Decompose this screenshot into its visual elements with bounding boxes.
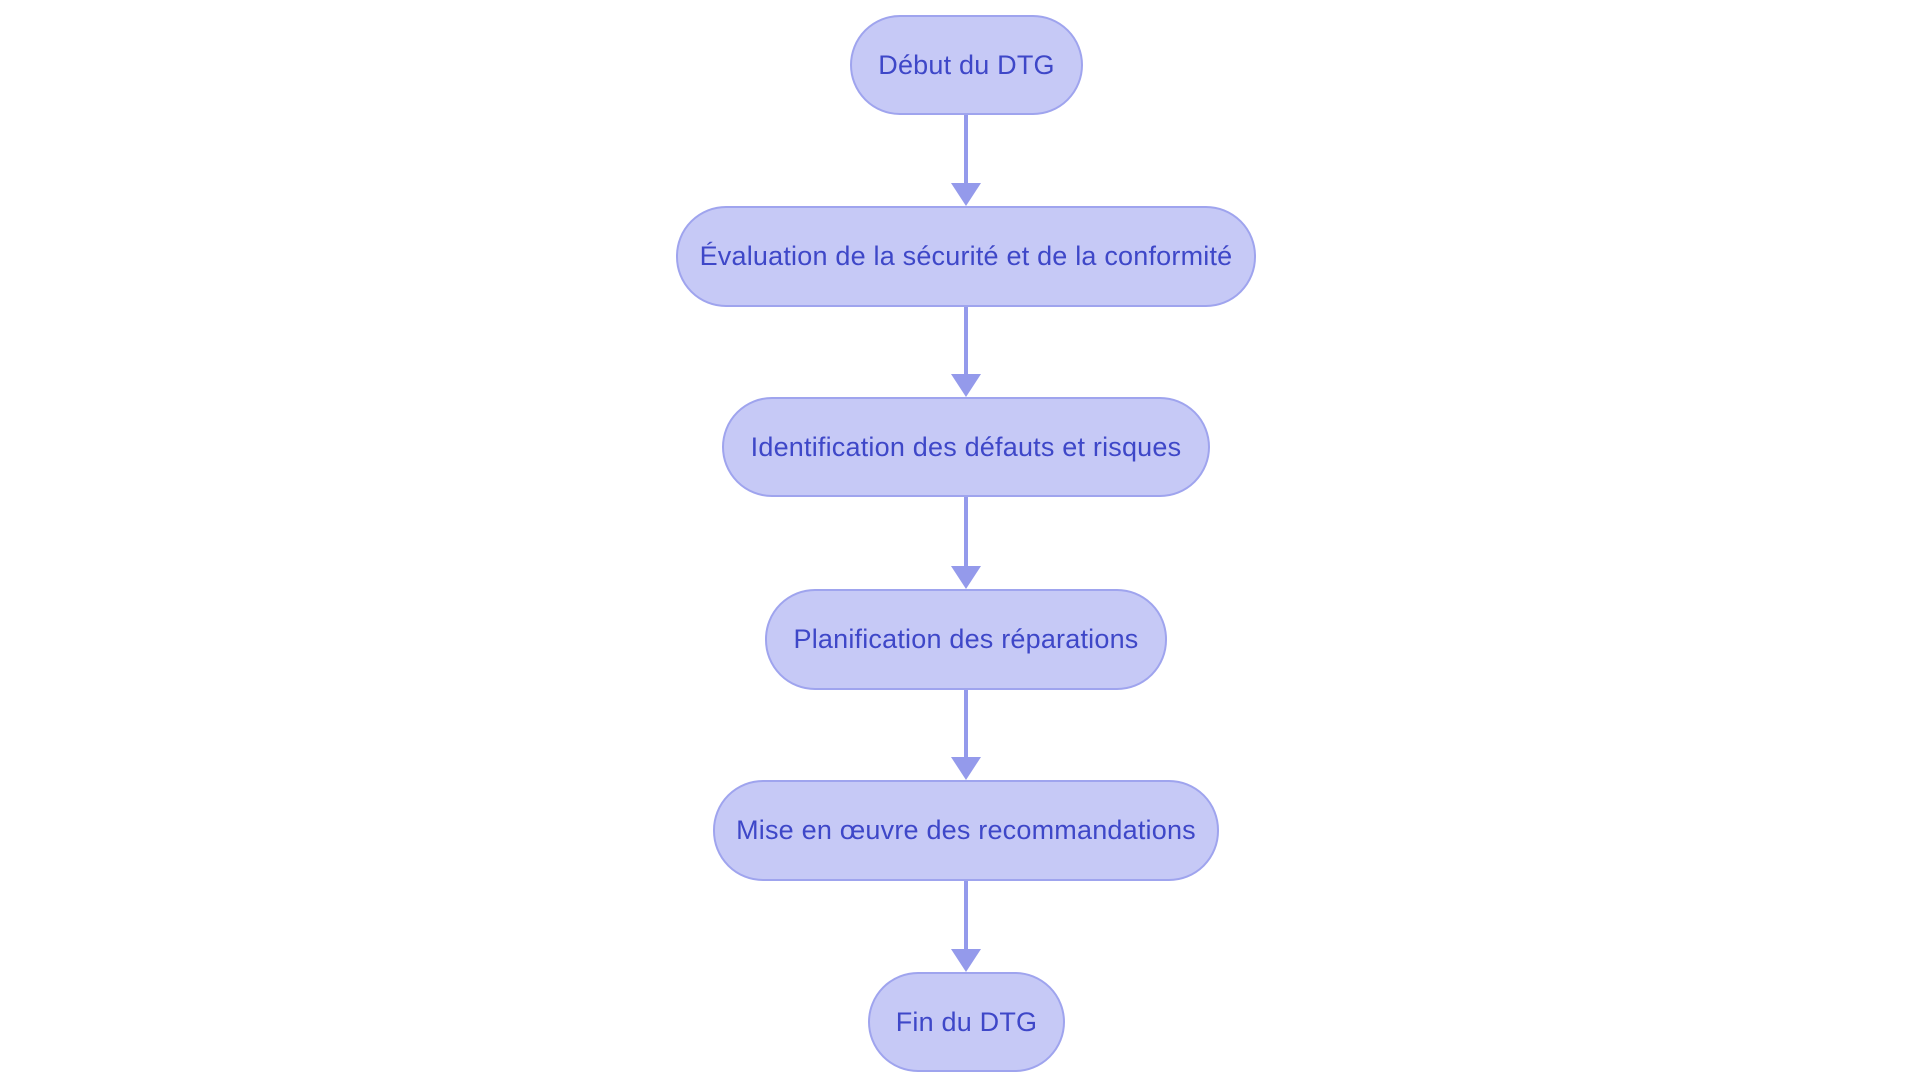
flow-node-end: Fin du DTG xyxy=(868,972,1065,1072)
flow-node-label: Début du DTG xyxy=(878,49,1055,80)
arrow-planification-to-mise-en-oeuvre xyxy=(951,690,981,780)
arrow-shaft xyxy=(964,115,968,183)
arrow-shaft xyxy=(964,690,968,757)
arrowhead-down-icon xyxy=(951,566,981,589)
arrowhead-down-icon xyxy=(951,757,981,780)
arrow-shaft xyxy=(964,497,968,566)
arrow-start-to-evaluation xyxy=(951,115,981,206)
arrow-identification-to-planification xyxy=(951,497,981,589)
flow-node-label: Mise en œuvre des recommandations xyxy=(736,815,1196,845)
flow-node-label: Évaluation de la sécurité et de la confo… xyxy=(699,241,1233,271)
flow-node-label: Planification des réparations xyxy=(793,624,1139,654)
flow-node-planification: Planification des réparations xyxy=(765,589,1167,690)
flow-node-label: Identification des défauts et risques xyxy=(750,431,1182,462)
flow-node-identification: Identification des défauts et risques xyxy=(722,397,1210,497)
flow-node-mise-en-oeuvre: Mise en œuvre des recommandations xyxy=(713,780,1219,881)
arrow-shaft xyxy=(964,881,968,949)
arrow-shaft xyxy=(964,307,968,374)
flow-node-evaluation: Évaluation de la sécurité et de la confo… xyxy=(676,206,1256,307)
arrow-mise-en-oeuvre-to-end xyxy=(951,881,981,972)
arrow-evaluation-to-identification xyxy=(951,307,981,397)
flow-node-start: Début du DTG xyxy=(850,15,1083,115)
arrowhead-down-icon xyxy=(951,374,981,397)
arrowhead-down-icon xyxy=(951,183,981,206)
arrowhead-down-icon xyxy=(951,949,981,972)
flow-node-label: Fin du DTG xyxy=(895,1006,1038,1037)
